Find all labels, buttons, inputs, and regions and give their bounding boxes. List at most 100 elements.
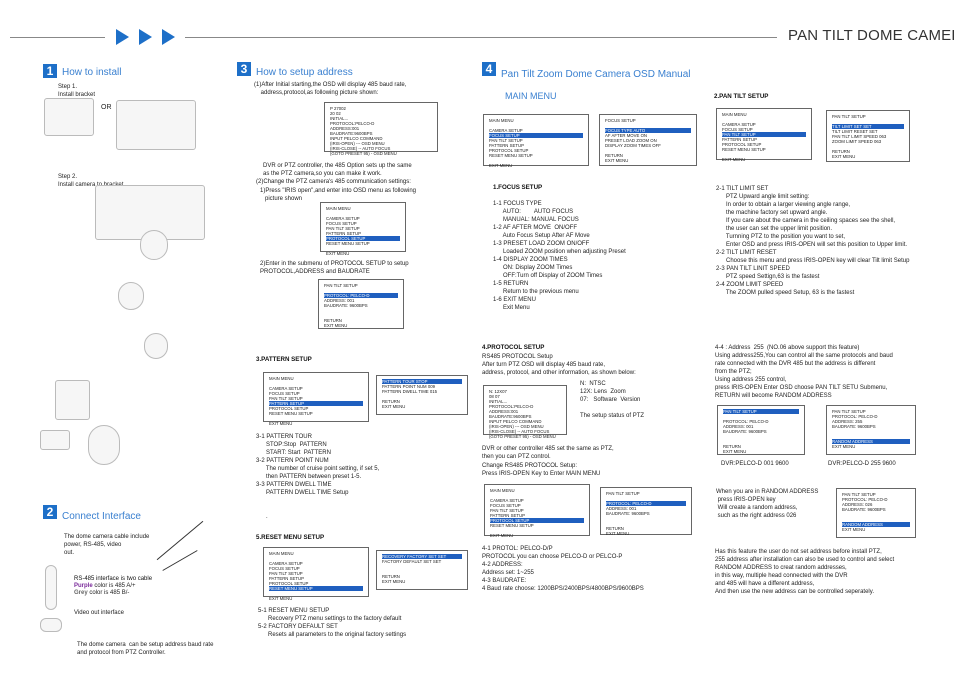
osd-menu-item: BAUDRATE: 9600BPS [723,429,767,434]
camera-install-illustration-3 [88,425,120,465]
osd-menu-item: EXIT MENU [324,323,348,328]
osd-menu-item: RETURN [832,149,850,154]
osd-menu-item: MAIN MENU [722,112,747,117]
osd-menu-item: PAN TILT SETUP [842,492,876,497]
osd-menu-item: PAN TILT SETUP [832,114,866,119]
camera-dome-illustration-3 [144,333,168,359]
osd-menu-item: ADDRESS: 001 [606,506,637,511]
osd-menu-item: FOCUS SETUP [490,503,521,508]
osd-menu-item: RESET MENU SETUP [490,523,534,528]
osd-menu-item: AF AFTER MOVE ON [605,133,648,138]
osd-menu-item: EXIT MENU [722,157,746,162]
random-address-description: When you are in RANDOM ADDRESS press IRI… [716,489,819,519]
arrow-right-icon [116,29,129,45]
osd-menu-item: ZOOM LIMIT SPEED 063 [832,139,882,144]
osd-menu-item: EXIT MENU [269,421,293,426]
cable-description: The dome camera cable include power, RS-… [64,534,150,556]
osd-menu-item: RECOVERY FACTORY SET SET [382,554,462,559]
osd-menu-item: EXIT MENU [269,596,293,601]
osd-menu-item: INPUT PELCO COMMAND [489,419,542,424]
rs485-line3: Grey color is 485 B/- [74,590,130,596]
osd-menu-item: EXIT MENU [832,154,856,159]
osd-menu-item: RESET MENU SETUP [269,411,313,416]
osd-menu-item: MAIN MENU [326,206,351,211]
osd-menu-item: PATTERN SETUP [722,137,757,142]
osd-menu-item: MAIN MENU [489,118,514,123]
osd-menu-item: PROTOCOL: PELCO-D [324,293,398,298]
osd-menu-item: CAMERA SETUP [269,561,303,566]
osd-menu-item: PAN TILT SETUP [606,491,640,496]
cable-bundle-illustration [45,565,57,610]
osd-menu-item: PAN TILT SETUP [490,508,524,513]
bracket-ceiling-illustration [116,100,196,150]
section-number-badge: 4 [482,62,496,76]
osd-menu-item: TILT LIMIT RESET SET [832,129,878,134]
osd-menu-item: TILT LIMIT SET SET [832,124,904,129]
setup-step1: 1)Press "IRIS open",and enter into OSD m… [260,188,417,202]
page-title: PAN TILT DOME CAMERA [788,27,954,44]
osd-menu-item: MAIN MENU [269,376,294,381]
osd-menu-item: PAN TILT SETUP [269,571,303,576]
section-number-badge: 3 [237,62,251,76]
section-title: How to install [62,67,122,78]
osd-menu-item: (GOTO PRESET 95) - OSD MENU [489,434,556,439]
osd-menu-item: BAUDRATE:9600BPS [489,414,532,419]
osd-menu-item: PATTERN POINT NUM 009 [382,384,436,389]
header-line-right [185,37,777,38]
osd-menu-item: EXIT MENU [382,404,406,409]
osd-menu-item: CAMERA SETUP [722,122,756,127]
pattern-setup-title: 3.PATTERN SETUP [256,356,312,363]
osd-menu-item: (IRIS-OPEN) --- OSD MENU [330,141,385,146]
focus-setup-title: 1.FOCUS SETUP [493,184,543,191]
osd-menu-item: PAN TILT SETUP [722,132,806,137]
osd-menu-item: PAN TILT SETUP [269,396,303,401]
osd-menu-item: ADDRESS:001 [330,126,360,131]
osd-menu-item: CAMERA SETUP [489,128,523,133]
osd-menu-item: PROTOCOL SETUP [490,518,584,523]
osd-menu-item: EXIT MENU [382,579,406,584]
osd-menu-item: PAN TILT LIMIT SPEED 063 [832,134,887,139]
osd-menu-item: BAUDRATE: 9600BPS [606,511,650,516]
osd-menu-item: EXIT MENU [326,251,350,256]
camera-install-illustration-2 [55,380,90,420]
section-number-badge: 2 [43,505,57,519]
address-feature-description: Has this feature the user do not set add… [715,549,895,595]
setup-dvr-note: DVR or PTZ controller, the 485 Option se… [263,163,412,177]
protocol-legend: N: NTSC 12X: Lens Zoom 07: Software Vers… [580,381,645,419]
osd-menu-item: CAMERA SETUP [269,386,303,391]
osd-menu-item: INITIAL... [330,116,349,121]
section-number-badge: 1 [43,64,57,78]
video-out-label: Video out interface [74,610,124,616]
osd-menu-item: PROTOCOL:PELCO-D [489,404,534,409]
osd-menu-item: FACTORY DEFAULT SET SET [382,559,442,564]
osd-menu-item: EXIT MENU [842,527,866,532]
osd-menu-item: PAN TILT SETUP [489,138,523,143]
osd-menu-item: PROTOCOL: PELCO-D [606,501,686,506]
osd-menu-item: PROTOCOL: PELCO-D [832,414,878,419]
focus-description: 1-1 FOCUS TYPE AUTO: AUTO FOCUS MANUAL: … [493,201,626,311]
osd-menu-item: PATTERN SETUP [326,231,361,236]
osd-menu-item: PATTERN DWELL TIME 015 [382,389,437,394]
reset-setup-title: 5.RESET MENU SETUP [256,534,325,541]
osd-menu-item: RESET MENU SETUP [722,147,766,152]
dvr-caption-255: DVR:PELCO-D 255 9600 [828,461,896,467]
osd-menu-item: P 27002 [330,106,346,111]
osd-menu-item: FOCUS SETUP [722,127,753,132]
osd-menu-item: FOCUS SETUP [489,133,583,138]
osd-menu-item: FOCUS SETUP [326,221,357,226]
osd-menu-item: N: 12X07 [489,389,507,394]
osd-menu-item: PAN TILT SETUP [723,409,799,414]
osd-menu-item: EXIT MENU [489,163,513,168]
osd-menu-item: ADDRESS: 255 [832,419,863,424]
osd-menu-item: 20 02 [330,111,341,116]
osd-menu-item: EXIT MENU [723,449,747,454]
protocol-intro: RS485 PROTOCOL Setup After turn PTZ OSD … [482,354,636,376]
camera-dome-illustration-2 [118,282,144,310]
osd-menu-item: RANDOM ADDRESS [832,439,910,444]
